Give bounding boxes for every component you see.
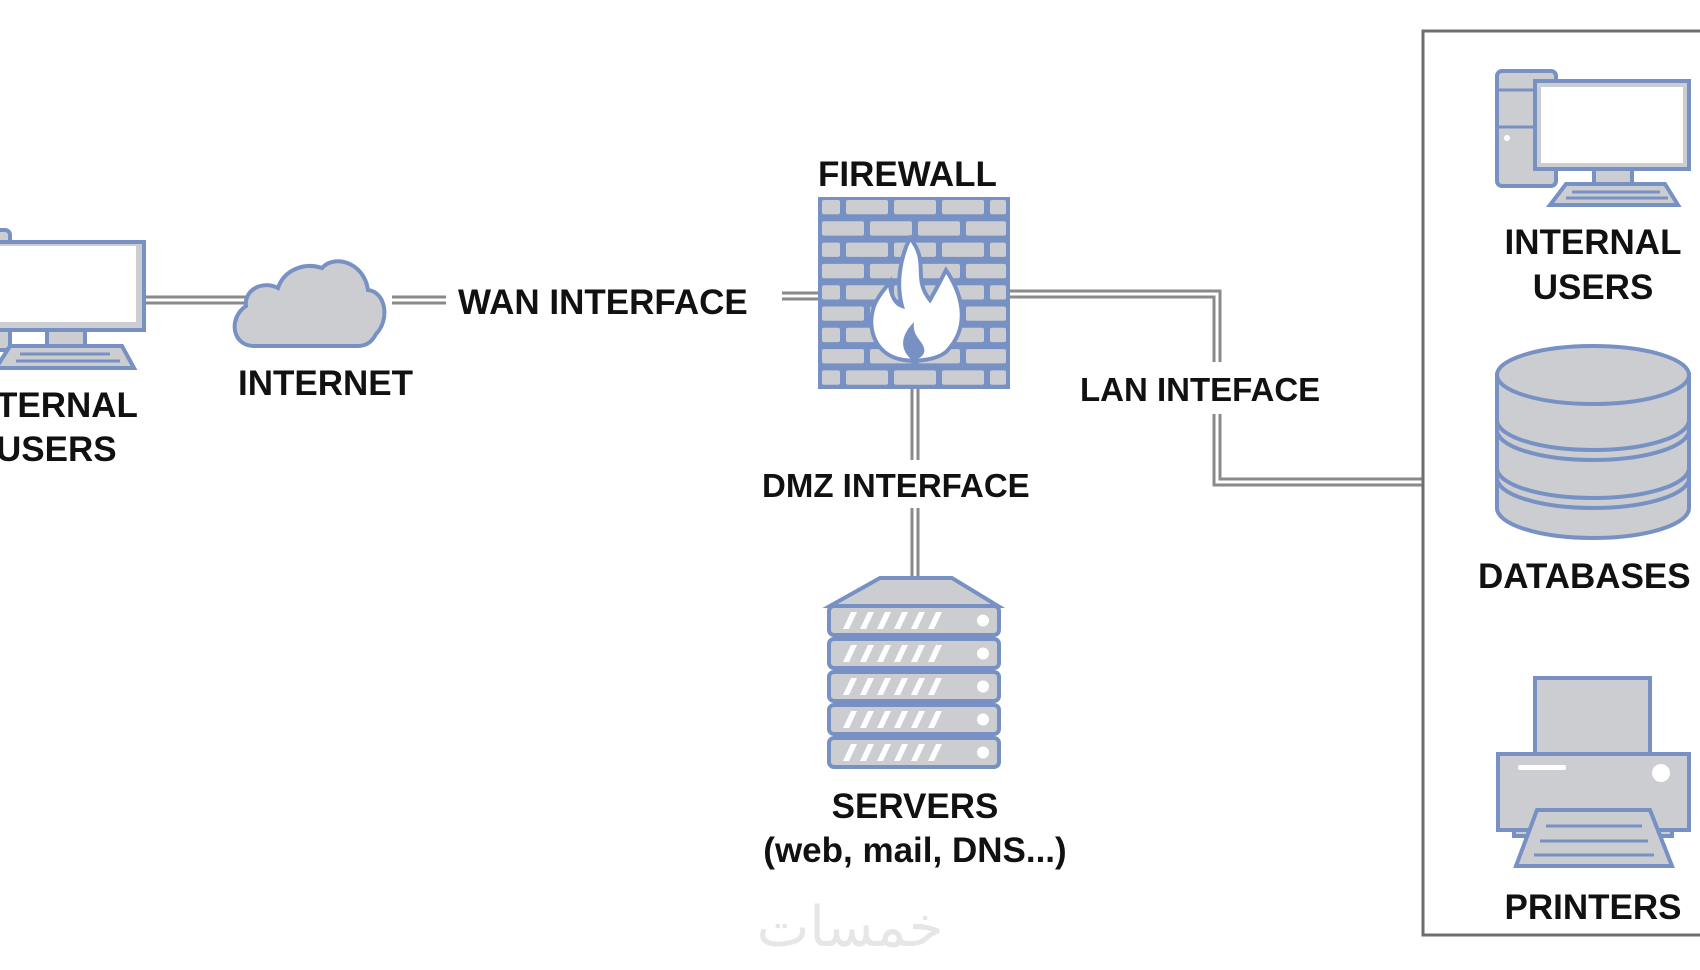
internal-users-label-line1: INTERNAL xyxy=(1505,223,1682,262)
servers-label-line1: SERVERS xyxy=(832,787,999,826)
brick xyxy=(894,200,936,215)
databases-label: DATABASES xyxy=(1478,557,1691,596)
printer-icon xyxy=(1496,676,1691,868)
brick xyxy=(846,200,888,215)
server-unit xyxy=(827,604,1001,637)
printers-label: PRINTERS xyxy=(1505,888,1682,927)
firewall-label: FIREWALL xyxy=(818,155,997,194)
brick xyxy=(822,263,864,279)
internal-users-label-line2: USERS xyxy=(1533,268,1654,307)
firewall-brick-flame-icon xyxy=(818,197,1010,389)
desktop-computer-icon xyxy=(1495,69,1691,207)
internal-network-group: INTERNAL USERS DATABASES xyxy=(1421,29,1700,937)
cloud-icon xyxy=(232,259,387,348)
brick xyxy=(990,327,1006,343)
internal-network-border xyxy=(1421,29,1700,937)
brick xyxy=(966,221,1006,236)
dmz-interface-label: DMZ INTERFACE xyxy=(762,467,1030,504)
server-unit xyxy=(827,703,1001,736)
brick xyxy=(822,327,840,343)
brick xyxy=(990,200,1006,215)
wan-interface-label: WAN INTERFACE xyxy=(458,283,748,322)
brick xyxy=(822,200,840,215)
brick xyxy=(990,370,1006,385)
external-users-node: TERNAL USERS xyxy=(0,228,146,469)
databases-node: DATABASES xyxy=(1478,344,1691,596)
servers-node: SERVERS (web, mail, DNS...) xyxy=(763,576,1067,870)
brick xyxy=(822,242,840,257)
brick xyxy=(942,370,984,385)
brick xyxy=(870,221,912,236)
brick xyxy=(846,370,888,385)
brick xyxy=(966,263,1006,279)
brick xyxy=(942,242,984,257)
servers-label-line2: (web, mail, DNS...) xyxy=(763,831,1066,870)
brick xyxy=(894,370,936,385)
brick xyxy=(822,370,840,385)
database-icon xyxy=(1495,344,1691,540)
server-rack-icon xyxy=(822,576,1006,769)
firewall-node: FIREWALL xyxy=(818,155,1010,389)
server-unit xyxy=(827,670,1001,703)
watermark-text: خمسات xyxy=(757,895,944,960)
brick xyxy=(990,242,1006,257)
wire-firewall-to-lan xyxy=(1008,289,1424,487)
brick xyxy=(990,285,1006,300)
lan-interface-label: LAN INTEFACE xyxy=(1080,371,1320,408)
desktop-computer-icon xyxy=(0,228,146,370)
flame-icon xyxy=(869,234,964,363)
brick xyxy=(966,349,1006,364)
printers-node: PRINTERS xyxy=(1496,676,1691,927)
brick xyxy=(918,263,960,279)
brick xyxy=(966,306,1006,321)
internet-label: INTERNET xyxy=(238,364,413,403)
brick xyxy=(822,306,864,321)
brick xyxy=(822,221,864,236)
brick xyxy=(822,285,840,300)
brick xyxy=(918,221,960,236)
external-users-label-line2: USERS xyxy=(0,430,117,469)
external-users-label-line1: TERNAL xyxy=(0,386,138,425)
brick xyxy=(846,242,888,257)
brick xyxy=(822,349,864,364)
server-unit xyxy=(827,736,1001,769)
internet-node: INTERNET xyxy=(232,259,413,403)
brick xyxy=(942,200,984,215)
internal-users-node: INTERNAL USERS xyxy=(1495,69,1691,307)
server-unit xyxy=(827,637,1001,670)
